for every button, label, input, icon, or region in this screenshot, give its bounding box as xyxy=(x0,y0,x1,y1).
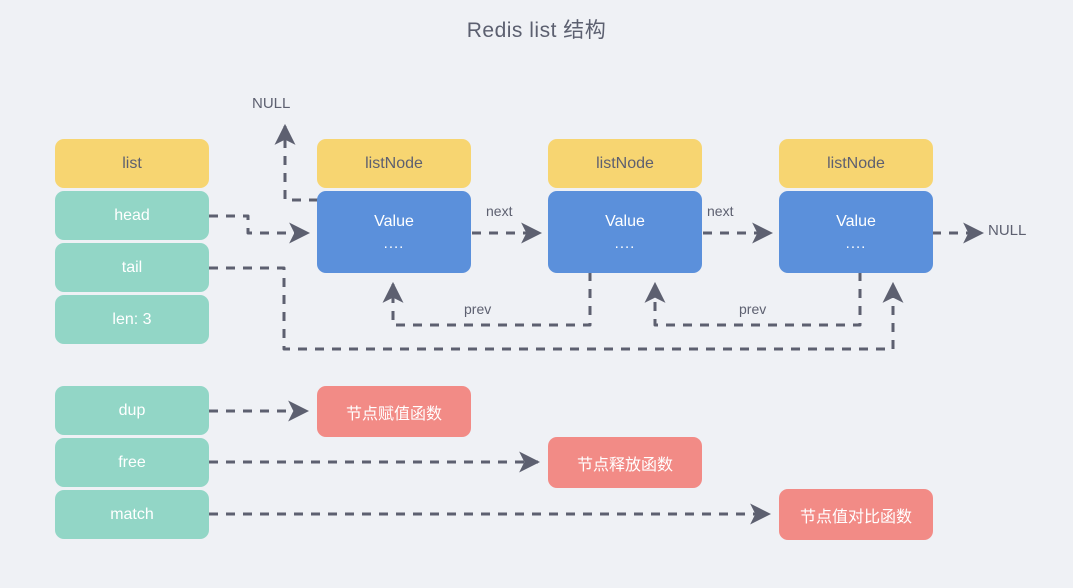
list-field-free: free xyxy=(55,438,209,487)
node-3-header: listNode xyxy=(779,139,933,188)
node-2-value-dots: .... xyxy=(614,234,636,252)
node-1-value-label: Value xyxy=(374,212,414,230)
edge-label-prev-2: prev xyxy=(739,301,767,317)
node-3-value-box: Value .... xyxy=(779,191,933,273)
node-2-value-label: Value xyxy=(605,212,645,230)
edge-label-prev-1: prev xyxy=(464,301,492,317)
page-title: Redis list 结构 xyxy=(466,19,607,42)
function-box-dup: 节点赋值函数 xyxy=(317,386,471,437)
list-field-dup: dup xyxy=(55,386,209,435)
node-1-value-box: Value .... xyxy=(317,191,471,273)
list-field-head: head xyxy=(55,191,209,240)
list-field-match: match xyxy=(55,490,209,539)
node-2-header: listNode xyxy=(548,139,702,188)
null-label-head: NULL xyxy=(252,95,291,112)
edge-tail-to-node3 xyxy=(209,266,904,351)
edge-head-to-node1 xyxy=(209,214,311,244)
list-struct-header: list xyxy=(55,139,209,188)
list-field-tail: tail xyxy=(55,243,209,292)
node-1-value-dots: .... xyxy=(383,234,405,252)
function-box-match: 节点值对比函数 xyxy=(779,489,933,540)
node-2-value-box: Value .... xyxy=(548,191,702,273)
null-label-tail: NULL xyxy=(988,222,1027,239)
node-3-value-label: Value xyxy=(836,212,876,230)
node-3-value-dots: .... xyxy=(845,234,867,252)
node-1-header: listNode xyxy=(317,139,471,188)
edge-label-next-1: next xyxy=(486,203,513,219)
edge-prev-1 xyxy=(382,272,592,327)
edge-prev-2 xyxy=(644,272,862,327)
edge-node1-prev-null xyxy=(274,123,318,202)
edge-label-next-2: next xyxy=(707,203,734,219)
list-field-len: len: 3 xyxy=(55,295,209,344)
function-box-free: 节点释放函数 xyxy=(548,437,702,488)
